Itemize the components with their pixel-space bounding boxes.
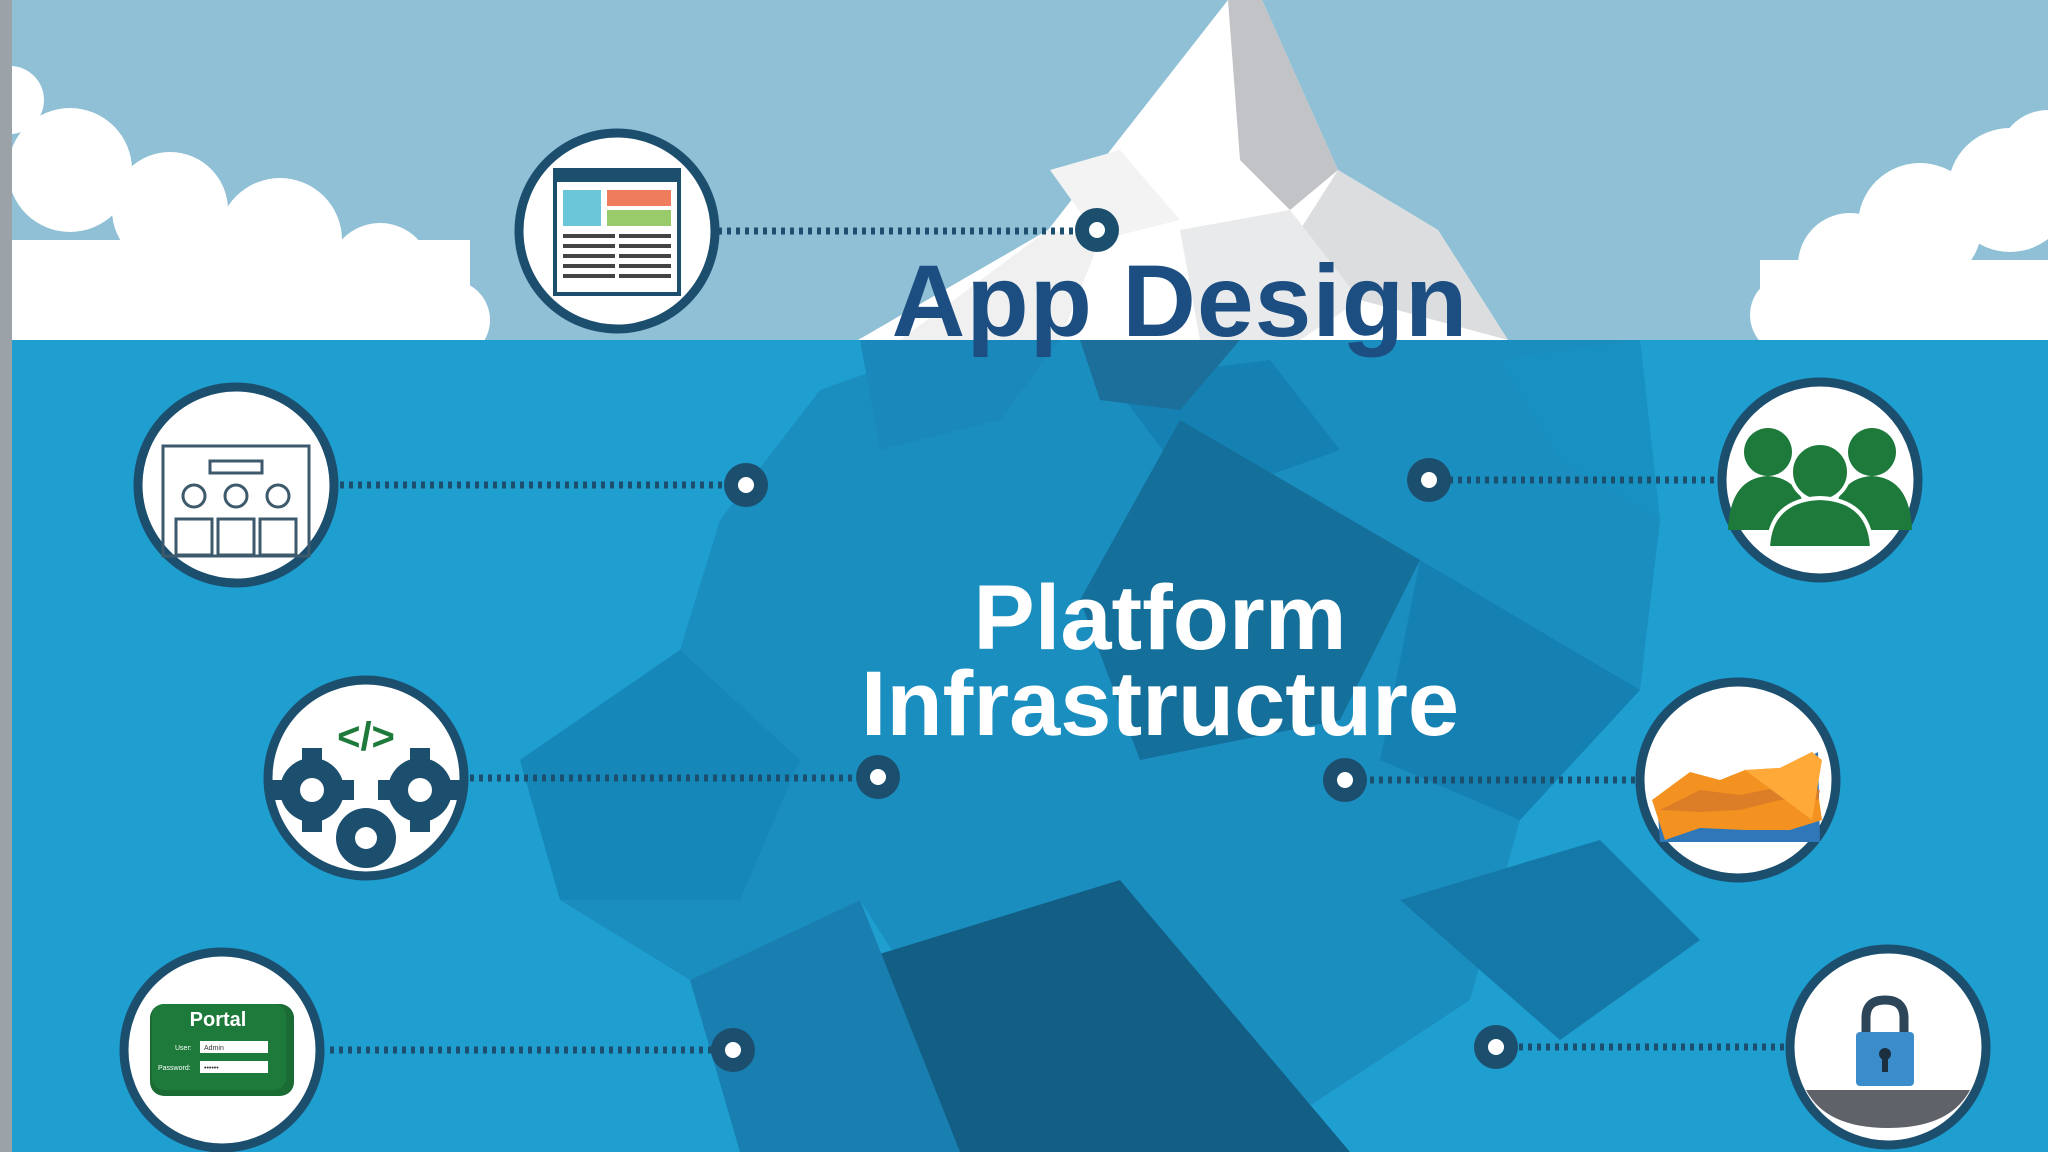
connector-dot [1075, 208, 1119, 252]
connector-dot [711, 1028, 755, 1072]
area-chart-icon [1635, 677, 1841, 883]
connector-lines [330, 227, 1788, 1054]
svg-text:</>: </> [337, 715, 395, 759]
connector-dot [856, 755, 900, 799]
connector-dot [1474, 1025, 1518, 1069]
portal-user-label: User: [175, 1045, 192, 1052]
portal-password-label: Password: [158, 1065, 191, 1072]
portal-user-value: Admin [204, 1045, 224, 1052]
left-edge-bar [0, 0, 12, 1152]
cloud-right [1750, 110, 2048, 355]
heading-line-2: Infrastructure [860, 653, 1460, 755]
connector-dots [711, 208, 1518, 1072]
users-group-icon [1717, 377, 1923, 583]
portal-title: Portal [190, 1009, 247, 1031]
connector-dot [724, 463, 768, 507]
padlock-icon [1785, 944, 1991, 1150]
portal-login-icon: Portal User: Admin Password: •••••• [119, 947, 325, 1152]
dashboard-layout-icon [133, 382, 339, 588]
connector-dot [1407, 458, 1451, 502]
code-gears-icon: </> [263, 675, 469, 881]
iceberg-tip [858, 0, 1508, 340]
iceberg-underwater [520, 340, 1700, 1152]
portal-password-value: •••••• [204, 1065, 219, 1072]
heading-line-1: Platform [973, 567, 1347, 669]
web-page-layout-icon [514, 128, 720, 334]
heading-platform-infrastructure: Platform Infrastructure [820, 567, 1500, 755]
connector-dot [1323, 758, 1367, 802]
heading-app-design: App Design [891, 244, 1469, 358]
